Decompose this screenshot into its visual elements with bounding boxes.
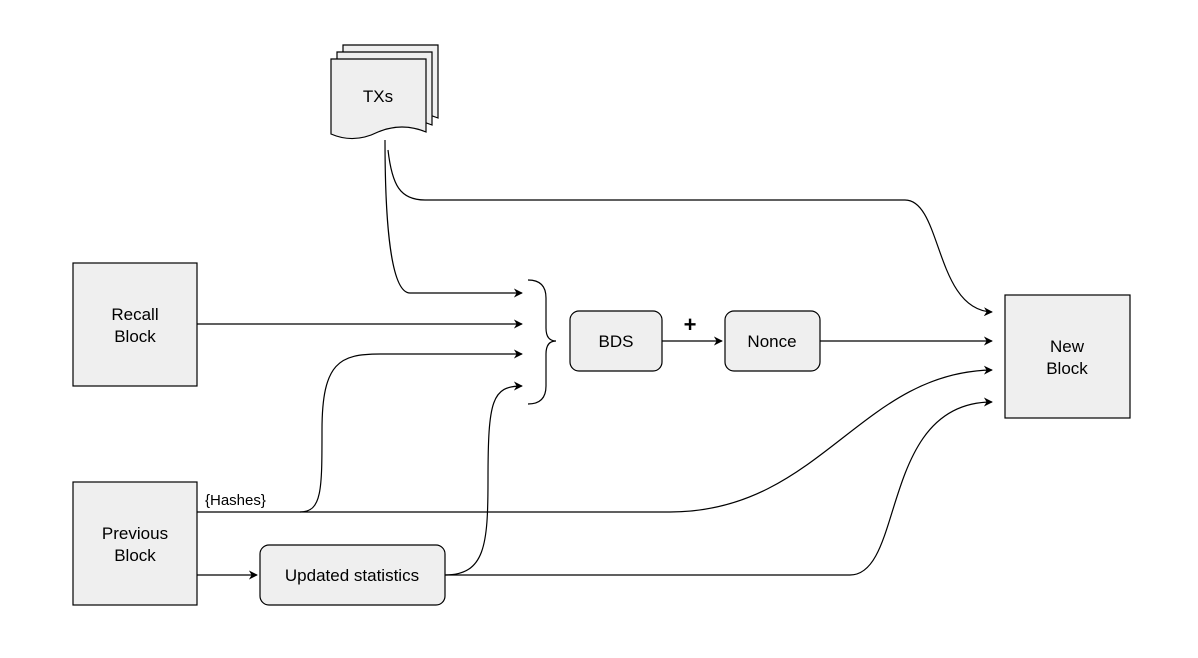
recall-block-label-line1: Recall bbox=[111, 305, 158, 324]
edge-updated-statistics-to-brace bbox=[444, 381, 523, 576]
edge-previous-block-to-new-block bbox=[197, 365, 993, 513]
recall-block-label-line2: Block bbox=[114, 327, 156, 346]
txs-node: TXs bbox=[330, 44, 439, 140]
nonce-node: Nonce bbox=[724, 310, 821, 372]
bds-label: BDS bbox=[599, 332, 634, 351]
previous-block-label-line1: Previous bbox=[102, 524, 168, 543]
edge-hashes-to-brace bbox=[299, 349, 523, 513]
edge-txs-to-new-block bbox=[387, 149, 993, 317]
recall-block-node: Recall Block bbox=[72, 262, 198, 387]
edge-updated-statistics-to-new-block bbox=[445, 397, 993, 576]
previous-block-label-line2: Block bbox=[114, 546, 156, 565]
nonce-label: Nonce bbox=[747, 332, 796, 351]
new-block-node: New Block bbox=[1004, 294, 1131, 419]
input-group-brace bbox=[527, 279, 557, 405]
new-block-label-line2: Block bbox=[1046, 359, 1088, 378]
txs-label: TXs bbox=[363, 87, 393, 106]
new-block-label-line1: New bbox=[1050, 337, 1085, 356]
edge-txs-to-brace bbox=[384, 139, 523, 298]
bds-node: BDS bbox=[569, 310, 663, 372]
updated-statistics-label: Updated statistics bbox=[285, 566, 419, 585]
hashes-label: {Hashes} bbox=[205, 492, 266, 509]
previous-block-node: Previous Block bbox=[72, 481, 198, 606]
plus-label: + bbox=[684, 312, 697, 337]
updated-statistics-node: Updated statistics bbox=[259, 544, 446, 606]
